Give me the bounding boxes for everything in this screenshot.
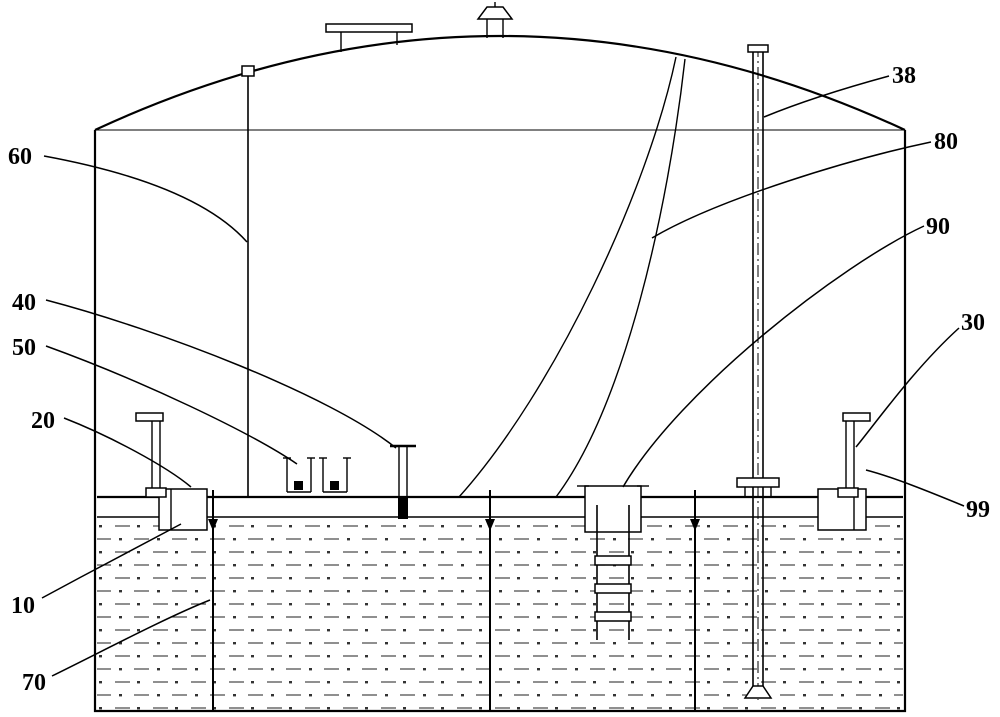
guide-pole-top-cap (747, 44, 769, 53)
ladder-rung-2 (594, 583, 632, 594)
rim-seal-left-box (158, 488, 208, 531)
deck-vent-pipe (390, 444, 416, 519)
tank-walls (93, 130, 907, 713)
deck-manhole (577, 485, 649, 533)
manhole-body (584, 485, 642, 533)
label-80: 80 (934, 129, 958, 155)
bracket-left-base (145, 487, 167, 498)
leader-50 (45, 345, 298, 465)
ladder-rung-3 (594, 611, 632, 622)
label-20: 20 (31, 408, 55, 434)
label-40: 40 (12, 290, 36, 316)
reference-labels: 60 40 50 20 10 70 38 80 90 30 99 (8, 63, 990, 696)
guide-pole (736, 44, 780, 700)
column-roof-anchor (241, 65, 255, 77)
support-leg-3 (690, 490, 700, 711)
ladder-rung-1 (594, 555, 632, 566)
tank-dome (94, 34, 906, 131)
leader-90 (622, 225, 925, 488)
guide-pole-base (743, 685, 773, 699)
leg-sleeve-1 (283, 457, 315, 493)
label-10: 10 (11, 593, 35, 619)
label-38: 38 (892, 63, 916, 89)
leader-80 (651, 141, 932, 239)
anti-rotation-column (241, 65, 255, 497)
deck-bracket-left (135, 412, 167, 498)
leg-sleeve-2 (319, 457, 351, 493)
leader-30 (855, 327, 960, 448)
bracket-left-arm (135, 412, 164, 422)
cable-line-1 (458, 56, 677, 498)
deck-support-legs (208, 490, 700, 711)
label-60: 60 (8, 144, 32, 170)
label-99: 99 (966, 497, 990, 523)
label-90: 90 (926, 214, 950, 240)
leader-38 (763, 75, 890, 118)
leader-20 (63, 417, 192, 488)
vent-pipe-submerged (398, 497, 408, 519)
nozzle-flange (325, 23, 413, 33)
bracket-right-base (837, 487, 859, 498)
tank-shell (93, 34, 907, 713)
label-30: 30 (961, 310, 985, 336)
label-70: 70 (22, 670, 46, 696)
leader-40 (45, 299, 397, 449)
rim-seal-right (817, 488, 867, 531)
floating-deck (97, 495, 903, 518)
ladder (594, 505, 632, 640)
cable-line-2 (555, 58, 686, 498)
roof-nozzle (325, 23, 413, 52)
stored-liquid (97, 519, 903, 710)
leader-10 (41, 523, 182, 599)
deck-bracket-right (837, 412, 871, 498)
leader-60 (43, 155, 248, 243)
leader-99 (865, 469, 965, 507)
label-50: 50 (12, 335, 36, 361)
support-leg-1 (208, 490, 218, 711)
leader-70 (51, 599, 211, 677)
guide-pole-deck-flange (736, 477, 780, 488)
rim-seal-left (158, 488, 208, 531)
vent-cap (476, 6, 514, 20)
bracket-right-arm (842, 412, 871, 422)
support-leg-2 (485, 490, 495, 711)
flexible-guide-cable (458, 56, 686, 498)
leader-lines (41, 75, 965, 677)
roof-vent (476, 2, 514, 38)
